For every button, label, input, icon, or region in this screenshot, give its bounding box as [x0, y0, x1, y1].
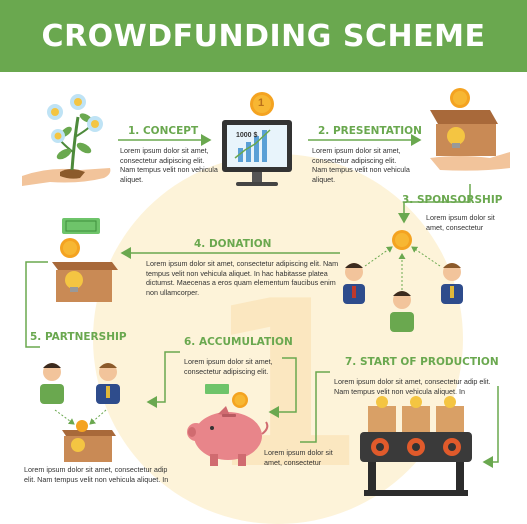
header-banner: CROWDFUNDING SCHEME — [0, 0, 527, 72]
step-text-presentation: Lorem ipsum dolor sit amet, consectetur … — [312, 146, 410, 184]
donation-box-illustration — [52, 218, 118, 302]
coin-monitor-symbol: 1 — [258, 97, 265, 109]
sponsorship-people-illustration — [343, 230, 463, 332]
step-text-sponsorship: Lorem ipsum dolor sit amet, consectetur — [426, 213, 495, 232]
production-conveyor-illustration — [360, 396, 472, 496]
piggy-text: Lorem ipsum dolor sit amet, consectetur — [264, 448, 333, 467]
step-text-concept: Lorem ipsum dolor sit amet, consectetur … — [120, 146, 218, 184]
step-text-partnership: Lorem ipsum dolor sit amet, consectetur … — [24, 465, 169, 484]
step-text-production: Lorem ipsum dolor sit amet, consectetur … — [334, 377, 491, 396]
step-title-concept: 1. CONCEPT — [128, 125, 199, 137]
coin-monitor — [250, 92, 274, 116]
step-title-production: 7. START OF PRODUCTION — [345, 356, 499, 368]
step-text-donation: Lorem ipsum dolor sit amet, consectetur … — [146, 259, 339, 297]
step-title-sponsorship: 3. SPONSORSHIP — [402, 194, 503, 206]
flow-arrows — [25, 134, 499, 468]
step-title-accumulation: 6. ACCUMULATION — [184, 336, 293, 348]
diagram-canvas: 1 — [0, 72, 527, 524]
partnership-illustration — [40, 363, 120, 462]
presentation-box-illustration — [430, 88, 510, 171]
monitor-label: 1000 $ — [236, 132, 258, 139]
monitor-illustration — [222, 120, 292, 186]
piggy-bank-illustration — [187, 384, 269, 466]
step-title-partnership: 5. PARTNERSHIP — [30, 331, 127, 343]
page-title: CROWDFUNDING SCHEME — [41, 18, 486, 54]
step-text-accumulation: Lorem ipsum dolor sit amet, consectetur … — [184, 357, 273, 376]
concept-plant-illustration — [22, 94, 111, 186]
step-title-donation: 4. DONATION — [194, 238, 272, 250]
background-numeral: 1 — [205, 253, 366, 520]
step-title-presentation: 2. PRESENTATION — [318, 125, 422, 137]
diagram-illustrations — [22, 88, 510, 496]
